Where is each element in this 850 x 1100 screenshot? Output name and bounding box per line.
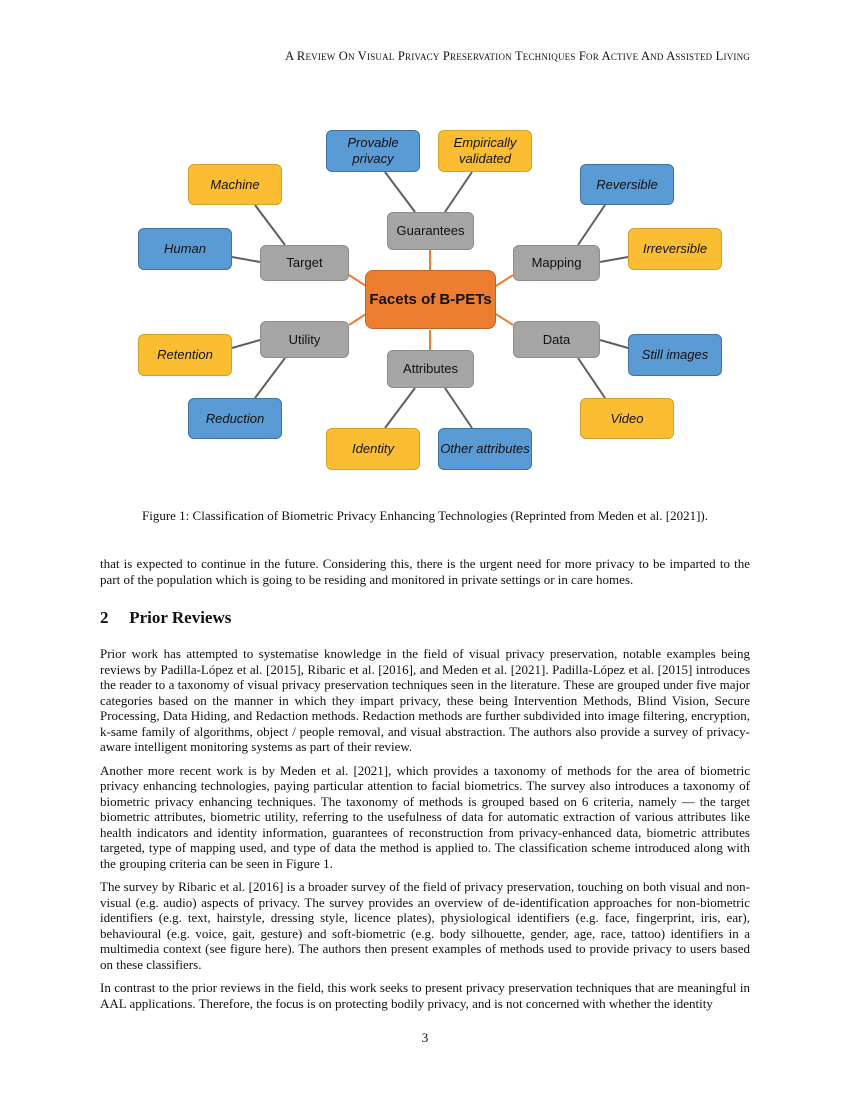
connector-center-mapping [495, 274, 514, 287]
paragraph: The survey by Ribaric et al. [2016] is a… [100, 879, 750, 972]
connector-utility-reduction [254, 357, 286, 399]
connector-center-utility [348, 313, 367, 326]
facets-diagram: Facets of B-PETs Guarantees Target Mappi… [0, 0, 850, 500]
connector-mapping-irreversible [599, 256, 629, 263]
connector-data-still [599, 339, 629, 349]
running-header: A Review On Visual Privacy Preservation … [285, 49, 750, 63]
category-mapping: Mapping [513, 245, 600, 281]
connector-target-machine [254, 204, 286, 246]
connector-mapping-reversible [577, 204, 606, 246]
section-number: 2 [100, 608, 109, 627]
leaf-still-images: Still images [628, 334, 722, 376]
leaf-reduction: Reduction [188, 398, 282, 439]
leaf-machine: Machine [188, 164, 282, 205]
leaf-retention: Retention [138, 334, 232, 376]
connector-guarantees-provable [384, 171, 416, 213]
leaf-provable-privacy: Provable privacy [326, 130, 420, 172]
body-paragraphs: Prior work has attempted to systematise … [100, 646, 750, 1019]
connector-data-video [577, 357, 606, 399]
category-utility: Utility [260, 321, 349, 358]
leaf-human: Human [138, 228, 232, 270]
connector-target-human [231, 256, 261, 263]
connector-attributes-other [444, 387, 473, 429]
paragraph: Prior work has attempted to systematise … [100, 646, 750, 754]
category-data: Data [513, 321, 600, 358]
connector-guarantees-empirical [444, 171, 473, 213]
intro-paragraph: that is expected to continue in the futu… [100, 556, 750, 587]
connector-center-target [348, 274, 367, 287]
category-guarantees: Guarantees [387, 212, 474, 250]
leaf-video: Video [580, 398, 674, 439]
leaf-reversible: Reversible [580, 164, 674, 205]
connector-utility-retention [231, 339, 261, 349]
figure-caption: Figure 1: Classification of Biometric Pr… [141, 508, 708, 523]
category-attributes: Attributes [387, 350, 474, 388]
center-node: Facets of B-PETs [365, 270, 496, 329]
leaf-irreversible: Irreversible [628, 228, 722, 270]
section-heading: 2 Prior Reviews [100, 608, 231, 628]
connector-attributes-identity [384, 387, 416, 429]
diagram-connectors [231, 171, 629, 429]
connector-center-data [495, 313, 514, 326]
page-number: 3 [421, 1030, 429, 1045]
paragraph: In contrast to the prior reviews in the … [100, 980, 750, 1011]
section-title-text: Prior Reviews [129, 608, 232, 627]
category-target: Target [260, 245, 349, 281]
leaf-empirically-validated: Empirically validated [438, 130, 532, 172]
paragraph: Another more recent work is by Meden et … [100, 762, 750, 871]
leaf-identity: Identity [326, 428, 420, 470]
leaf-other-attributes: Other attributes [438, 428, 532, 470]
